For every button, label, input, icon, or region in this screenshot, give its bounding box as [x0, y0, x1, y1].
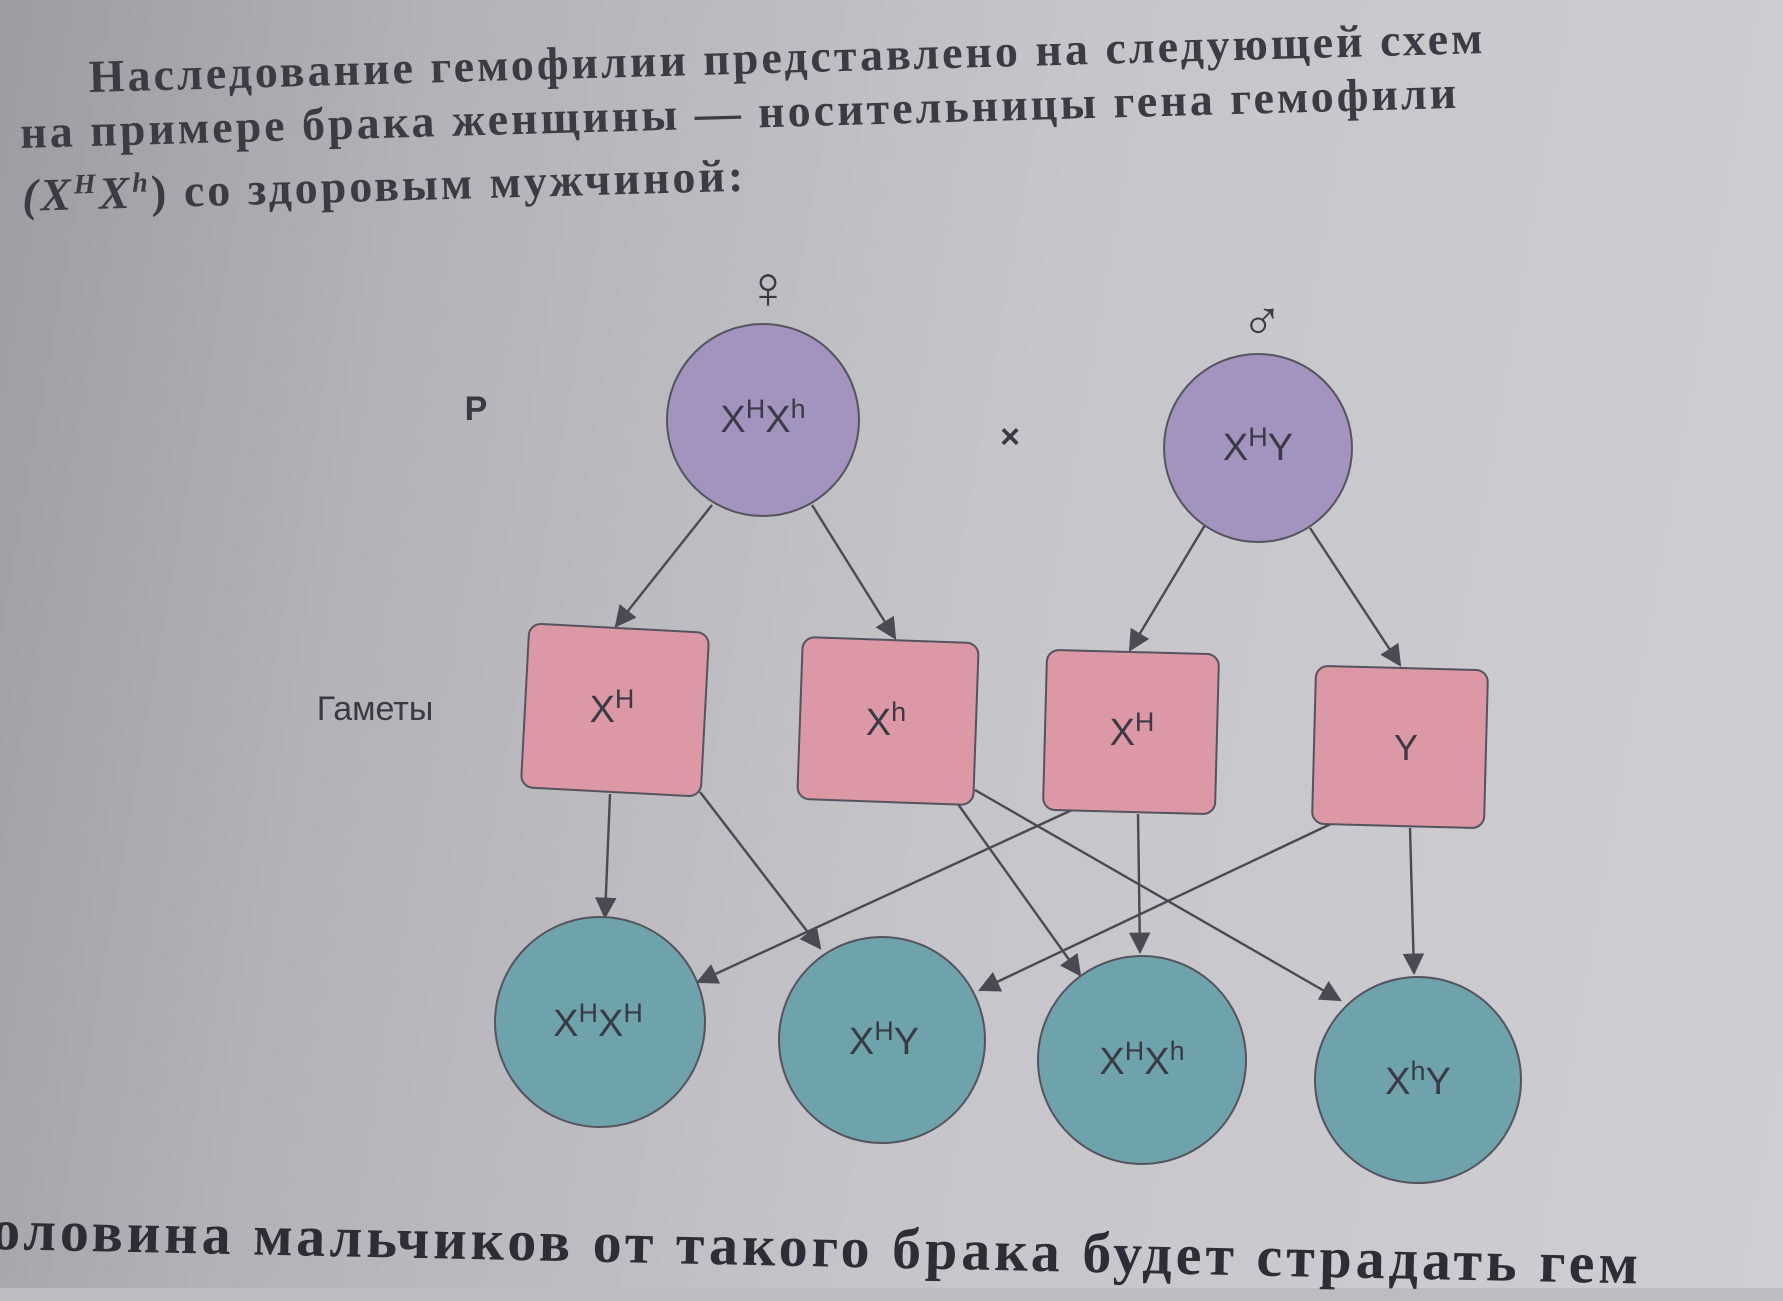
offspring-3: XHXh [1037, 955, 1247, 1165]
offspring-circle-4 [1314, 976, 1522, 1184]
offspring-genotype-2: XHY [849, 1016, 919, 1063]
gamete-label-4: Y [1394, 727, 1418, 768]
offspring-4: XhY [1314, 976, 1522, 1184]
gamete-label-2: Xh [866, 697, 906, 744]
gamete-label-1: XH [590, 684, 635, 731]
arrows-group [594, 504, 1425, 1002]
cross-symbol: × [1000, 418, 1020, 456]
offspring-1: XHXH [494, 916, 706, 1128]
arrow-g3-to-off1 [696, 808, 1073, 984]
offspring-genotype-4: XhY [1385, 1056, 1451, 1103]
parents-label: P [465, 390, 488, 428]
mother-genotype: XHXh [720, 394, 805, 441]
arrow-father-to-gamete-4 [1308, 527, 1402, 667]
offspring-circle-3 [1037, 955, 1247, 1165]
gamete-2: Xh [796, 636, 980, 806]
gamete-box-4 [1311, 665, 1489, 829]
parent-father: XHY [1163, 353, 1353, 543]
gamete-box-2 [796, 636, 980, 806]
parent-mother: XHXh [666, 323, 860, 517]
mother-circle [666, 323, 860, 517]
gamete-3: XH [1042, 649, 1220, 815]
female-symbol: ♀ [746, 254, 791, 321]
offspring-2: XHY [778, 936, 986, 1144]
arrow-g1-to-off2 [699, 791, 822, 950]
gametes-label: Гаметы [317, 690, 434, 728]
arrow-g3-to-off3 [1128, 813, 1151, 955]
offspring-genotype-1: XHXH [553, 998, 643, 1045]
gamete-1: XH [520, 623, 710, 797]
gamete-box-1 [520, 623, 710, 797]
arrow-g4-to-off2 [978, 820, 1336, 992]
male-symbol: ♂ [1241, 289, 1283, 352]
gamete-label-3: XH [1110, 707, 1155, 754]
offspring-genotype-3: XHXh [1099, 1036, 1184, 1083]
arrow-mother-to-gamete-2 [810, 504, 897, 640]
arrow-g2-to-off4 [974, 788, 1342, 1002]
arrow-father-to-gamete-3 [1128, 524, 1207, 652]
offspring-circle-1 [494, 916, 706, 1128]
arrow-g1-to-off1 [594, 793, 617, 920]
father-genotype: XHY [1223, 422, 1293, 469]
offspring-circle-2 [778, 936, 986, 1144]
father-circle [1163, 353, 1353, 543]
arrow-mother-to-gamete-1 [614, 504, 713, 628]
arrow-g4-to-off4 [1402, 827, 1425, 976]
arrow-g2-to-off3 [954, 799, 1082, 977]
gamete-box-3 [1042, 649, 1220, 815]
gamete-4: Y [1311, 665, 1489, 829]
